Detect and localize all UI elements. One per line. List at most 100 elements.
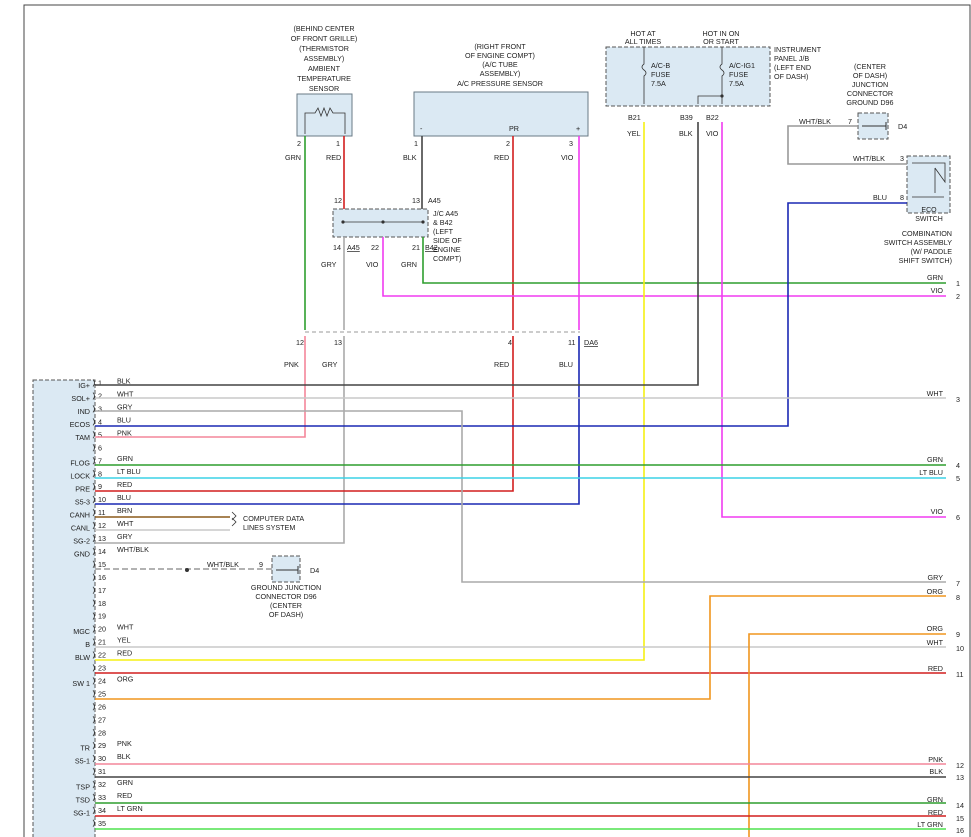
da6-w12: PNK xyxy=(284,360,299,369)
jc-dot-2 xyxy=(381,220,385,224)
ecu-pin-2: 2 xyxy=(98,392,102,401)
ecu-pin-mark-34 xyxy=(92,806,95,815)
ecu-label-7: FLOG xyxy=(70,459,90,468)
jc-pin-13: 13 xyxy=(412,196,420,205)
jb-box xyxy=(605,46,771,107)
jc-label-4: ENGINE xyxy=(433,245,461,254)
ecu-pin-18: 18 xyxy=(98,599,106,608)
ecu-label-29: TR xyxy=(80,744,90,753)
right-out-5: 5 xyxy=(956,474,960,483)
ecu-wire-33: RED xyxy=(117,791,132,800)
wire-pin5-pnk xyxy=(95,336,306,438)
ecu-wire-24: ORG xyxy=(117,674,134,683)
pressure-line-3: ASSEMBLY) xyxy=(480,69,521,78)
ambient-line-3: ASSEMBLY) xyxy=(304,54,345,63)
ecu-label-24: SW 1 xyxy=(72,679,90,688)
eco-asm-0: COMBINATION xyxy=(902,229,952,238)
ecu-wire-8: LT BLU xyxy=(117,467,141,476)
ecu-label-33: TSD xyxy=(76,795,90,804)
ecu-wire-20: WHT xyxy=(117,623,134,632)
fuse-b-1: FUSE xyxy=(729,70,748,79)
ecu-pin-mark-30 xyxy=(92,754,95,763)
pressure-line-0: (RIGHT FRONT xyxy=(474,42,526,51)
ecu-pin-mark-6 xyxy=(92,443,95,452)
switch-contact-icon xyxy=(912,162,946,198)
right-out-14: 14 xyxy=(956,801,964,810)
ecu-pin-3: 3 xyxy=(98,405,102,414)
ecu-pin-mark-28 xyxy=(92,728,95,737)
right-wire-13: BLK xyxy=(929,767,943,776)
right-out-16: 16 xyxy=(956,826,964,835)
ecu-label-3: IND xyxy=(78,407,90,416)
ecu-pin-31: 31 xyxy=(98,767,106,776)
ecu-label-32: TSP xyxy=(76,782,90,791)
panel-3: OF DASH) xyxy=(774,72,808,81)
ecu-label-22: BLW xyxy=(75,653,90,662)
fuse-b-0: A/C-IG1 xyxy=(729,61,755,70)
gnd-bottom-box xyxy=(271,555,301,583)
ecu-pin-20: 20 xyxy=(98,625,106,634)
right-wire-12: PNK xyxy=(928,755,943,764)
pin-b21: B21 xyxy=(628,113,641,122)
eco-w8: BLU xyxy=(873,193,887,202)
da6-pin-4: 4 xyxy=(508,338,512,347)
eco-asm-3: SHIFT SWITCH) xyxy=(899,256,952,265)
ecu-pin-mark-26 xyxy=(92,702,95,711)
ecu-pin-29: 29 xyxy=(98,741,106,750)
right-wire-4: GRN xyxy=(927,455,943,464)
ecu-pin-mark-25 xyxy=(92,690,95,698)
right-wire-5: LT BLU xyxy=(919,468,943,477)
pressure-wire-vio: VIO xyxy=(561,153,574,162)
right-out-10: 10 xyxy=(956,644,964,653)
wire-b22: VIO xyxy=(706,129,719,138)
ecu-wire-3: GRY xyxy=(117,402,133,411)
ecu-wire-29: PNK xyxy=(117,739,132,748)
ecu-pin-9: 9 xyxy=(98,482,102,491)
ecu-wire-11: BRN xyxy=(117,506,132,515)
wire-pin13-gry xyxy=(95,336,345,544)
right-out-13: 13 xyxy=(956,773,964,782)
ecu-pin-34: 34 xyxy=(98,806,106,815)
wire-b22-vio xyxy=(721,122,946,518)
jc-label-2: (LEFT xyxy=(433,227,454,236)
ecu-label-4: ECOS xyxy=(70,420,91,429)
eco-switch: WHT/BLK 3 BLU 8 ECO SWITCH COMBINATION S… xyxy=(853,154,952,265)
panel-2: (LEFT END xyxy=(774,63,811,72)
ambient-line-2: (THERMISTOR xyxy=(299,44,349,53)
ecu-wire-1: BLK xyxy=(117,377,131,386)
ecu-wire-30: BLK xyxy=(117,752,131,761)
ambient-line-6: SENSOR xyxy=(309,84,339,93)
diagram-frame xyxy=(23,4,971,837)
right-wire-10: WHT xyxy=(927,638,944,647)
right-out-2: 2 xyxy=(956,292,960,301)
ambient-line-0: (BEHIND CENTER xyxy=(293,24,354,33)
ecu-pin-mark-19 xyxy=(92,612,95,620)
gnd-top-2: JUNCTION xyxy=(852,80,888,89)
ecu-label-5: TAM xyxy=(75,433,90,442)
ecu-pin-mark-9 xyxy=(92,482,95,491)
instrument-panel-jb: HOT AT ALL TIMES HOT IN ON OR START A/C-… xyxy=(605,29,822,138)
pressure-line-2: (A/C TUBE xyxy=(482,60,518,69)
ecu-pin-mark-35 xyxy=(92,819,95,828)
ecu-pin-30: 30 xyxy=(98,754,106,763)
ecu-pin-8: 8 xyxy=(98,469,102,478)
ecu-pin-7: 7 xyxy=(98,456,102,465)
ecu-wire-32: GRN xyxy=(117,778,133,787)
pressure-pin-1: 1 xyxy=(414,139,418,148)
jc-pin-21: 21 xyxy=(412,243,420,252)
ecu-pin-23: 23 xyxy=(98,664,106,673)
ecu-pin-27: 27 xyxy=(98,715,106,724)
gnd-top-pin: 7 xyxy=(848,117,852,126)
ecu-pin-11: 11 xyxy=(98,508,105,517)
ecu-box xyxy=(32,379,96,837)
jc-box xyxy=(332,208,429,238)
gnd-top-3: CONNECTOR xyxy=(847,89,893,98)
right-out-11: 11 xyxy=(956,670,963,679)
da6-pin-13: 13 xyxy=(334,338,342,347)
fuse-acb-icon xyxy=(641,47,647,104)
ecu-pin-mark-13 xyxy=(92,534,95,543)
eco-pin3: 3 xyxy=(900,154,904,163)
da6-w4: RED xyxy=(494,360,509,369)
ecu-pin-15: 15 xyxy=(98,560,106,569)
pressure-sensor-box xyxy=(413,91,589,137)
